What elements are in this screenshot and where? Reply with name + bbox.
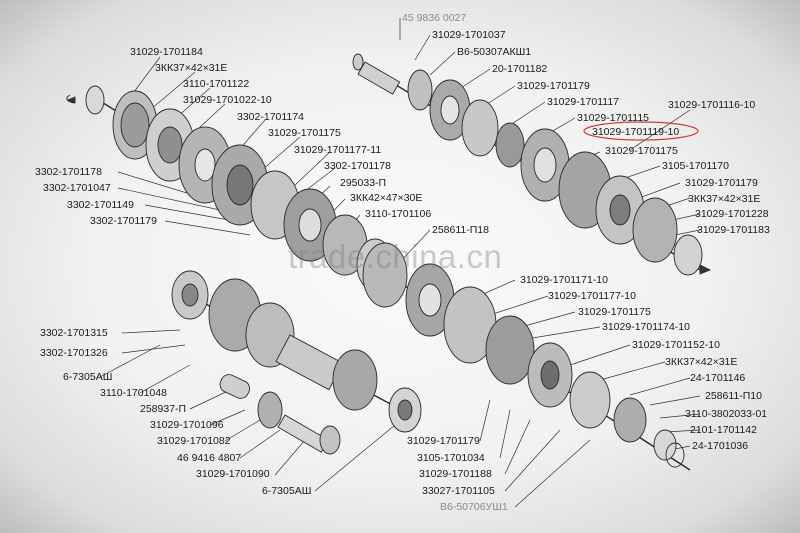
part-label: 31029-1701175: [578, 306, 651, 318]
part-label: 3110-3802033-01: [685, 408, 768, 420]
part-label: В6-50706УШ1: [440, 501, 508, 513]
part-label: 3302-1701047: [43, 182, 111, 194]
part-label: 31029-1701082: [157, 435, 231, 447]
part-label: 6-7305АШ: [63, 371, 113, 383]
part-label: 31029-1701116-10: [668, 99, 756, 111]
part-label: 31029-1701117: [547, 96, 620, 108]
part-label: 3110-1701048: [100, 387, 167, 399]
part-label: 31029-1701037: [432, 29, 506, 41]
part-label: 295033-П: [340, 177, 387, 189]
secondary-shaft-assembly: [352, 53, 712, 276]
part-label: 31029-1701090: [196, 468, 270, 480]
part-label: 31029-1701115: [577, 112, 650, 124]
part-label: 31029-1701179: [407, 435, 480, 447]
part-label: 3105-1701034: [417, 452, 485, 464]
countershaft-assembly: [171, 270, 422, 455]
part-label: 3302-1701179: [90, 215, 157, 227]
part-label: 31029-1701022-10: [183, 94, 272, 106]
part-label: 3302-1701315: [40, 327, 108, 339]
highlight-marker: [583, 121, 699, 141]
part-label: 2101-1701142: [690, 424, 757, 436]
part-label: 46 9416 4807: [177, 452, 242, 464]
part-label: 258937-П: [140, 403, 187, 415]
part-label: 31029-1701188: [419, 468, 492, 480]
watermark: trade.china.cn: [288, 238, 503, 275]
part-label: 31029-1701175: [268, 127, 341, 139]
part-label-highlighted: 31029-1701119-10: [592, 126, 680, 138]
part-label: 3КК37×42×31Е: [155, 62, 228, 74]
part-label: 31029-1701179: [517, 80, 590, 92]
part-label: 24-1701036: [692, 440, 749, 452]
lower-shaft-assembly: [362, 242, 691, 471]
part-label: 3КК37×42×31Е: [665, 356, 738, 368]
part-label: 258611-П18: [432, 224, 489, 236]
part-label: 20-1701182: [492, 63, 548, 75]
part-label: 31029-1701152-10: [632, 339, 720, 351]
part-label: 31029-1701171-10: [520, 274, 608, 286]
part-label: 258611-П10: [705, 390, 762, 402]
part-label: 24-1701146: [690, 372, 746, 384]
part-label: 6-7305АШ: [262, 485, 312, 497]
part-label: 3105-1701170: [662, 160, 729, 172]
part-label: 31029-1701174-10: [602, 321, 690, 333]
part-label: В6-50307АКШ1: [457, 46, 532, 58]
part-label: 3110-1701122: [183, 78, 250, 90]
part-label: 3КК42×47×30Е: [350, 192, 423, 204]
part-label: 31029-1701177-10: [548, 290, 636, 302]
part-label: 3302-1701326: [40, 347, 108, 359]
part-label: 3КК37×42×31Е: [688, 193, 761, 205]
part-label: 31029-1701184: [130, 46, 203, 58]
part-label: 45 9836 0027: [402, 12, 467, 24]
part-label: 31029-1701177-11: [294, 144, 382, 156]
part-label: 3302-1701174: [237, 111, 304, 123]
part-label: 31029-1701096: [150, 419, 224, 431]
part-label: 33027-1701105: [422, 485, 495, 497]
part-label: 3302-1701149: [67, 199, 134, 211]
part-label: 3110-1701106: [365, 208, 432, 220]
part-label: 31029-1701179: [685, 177, 758, 189]
part-label: 3302-1701178: [35, 166, 102, 178]
part-label: 31029-1701175: [605, 145, 678, 157]
part-label: 31029-1701183: [697, 224, 770, 236]
part-label: 31029-1701228: [695, 208, 769, 220]
part-label: 3302-1701178: [324, 160, 391, 172]
